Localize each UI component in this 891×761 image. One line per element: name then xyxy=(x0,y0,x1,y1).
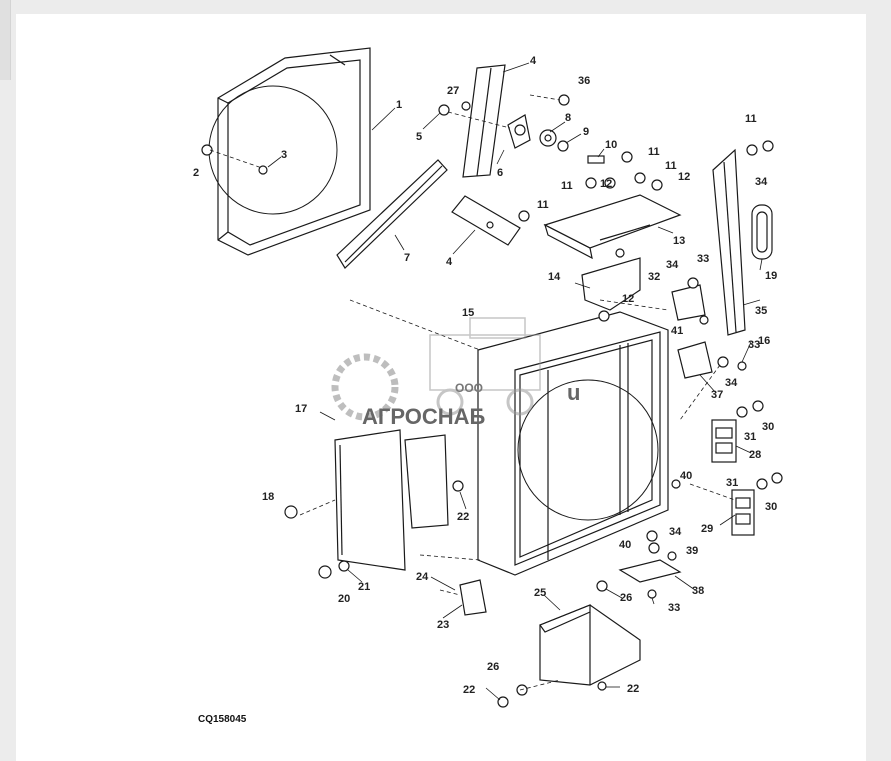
callout-label: 24 xyxy=(416,571,429,583)
callout-label: 33 xyxy=(668,602,680,614)
callout-label: 11 xyxy=(745,113,757,125)
callout-label: 27 xyxy=(447,85,459,97)
callout-label: 39 xyxy=(686,545,698,557)
part-seal-strip xyxy=(336,159,448,269)
watermark-line2: АГРОСНАБ xyxy=(362,404,486,429)
callout-label: 21 xyxy=(358,581,370,593)
callout-label: 31 xyxy=(726,477,738,489)
part-latch xyxy=(459,579,487,616)
callout-label: 28 xyxy=(749,449,761,461)
callout-label: 6 xyxy=(497,167,503,179)
callout-label: 26 xyxy=(487,661,499,673)
callout-label: 11 xyxy=(665,160,677,172)
callout-label: 14 xyxy=(548,271,561,283)
part-upper-plate xyxy=(543,194,682,260)
part-mount-29 xyxy=(731,489,755,536)
callout-label: 41 xyxy=(671,325,683,337)
callout-label: 2 xyxy=(193,167,199,179)
callout-label: 15 xyxy=(462,307,474,319)
callout-label: 35 xyxy=(755,305,767,317)
callout-label: 30 xyxy=(765,501,777,513)
callout-label: 34 xyxy=(666,259,679,271)
callout-label: 40 xyxy=(680,470,692,482)
figure-id: CQ158045 xyxy=(198,714,247,725)
callout-label: 22 xyxy=(463,684,475,696)
callout-label: 26 xyxy=(620,592,632,604)
callout-label: 34 xyxy=(755,176,768,188)
part-bracket-37 xyxy=(677,341,713,379)
callout-label: 20 xyxy=(338,593,350,605)
part-side-seal-lower xyxy=(451,195,521,246)
callout-label: 10 xyxy=(605,139,617,151)
watermark-suffix: u xyxy=(567,380,580,405)
part-foot-plate xyxy=(618,559,682,583)
callout-label: 11 xyxy=(648,146,660,158)
callout-label: 18 xyxy=(262,491,274,503)
part-fan-shroud xyxy=(208,47,371,256)
part-mount-28 xyxy=(711,419,737,463)
callout-label: 9 xyxy=(583,126,589,138)
callout-label: 25 xyxy=(534,587,546,599)
callout-label: 17 xyxy=(295,403,307,415)
watermark-line1: ООО xyxy=(455,381,483,395)
callout-label: 30 xyxy=(762,421,774,433)
callout-label: 11 xyxy=(561,180,573,192)
callout-label: 1 xyxy=(396,99,402,111)
callout-label: 4 xyxy=(530,55,537,67)
callout-label: 29 xyxy=(701,523,713,535)
callout-label: 12 xyxy=(600,178,612,190)
callout-label: 33 xyxy=(748,339,760,351)
callout-label: 23 xyxy=(437,619,449,631)
diagram-card xyxy=(16,14,866,761)
callout-label: 32 xyxy=(648,271,660,283)
callout-label: 12 xyxy=(678,171,690,183)
callout-label: 11 xyxy=(537,199,549,211)
callout-label: 34 xyxy=(725,377,738,389)
watermark-logo xyxy=(331,317,541,421)
part-inner-strip xyxy=(404,434,449,529)
callout-label: 22 xyxy=(627,683,639,695)
callout-label: 19 xyxy=(765,270,777,282)
callout-label: 5 xyxy=(416,131,422,143)
leader-lines xyxy=(209,94,736,691)
callout-label: 31 xyxy=(744,431,756,443)
part-side-panel xyxy=(712,148,746,336)
part-radiator-frame xyxy=(477,311,669,576)
part-bracket-14 xyxy=(581,257,641,311)
callout-label: 36 xyxy=(578,75,590,87)
callout-label: 7 xyxy=(404,252,410,264)
callout-leaders xyxy=(267,62,763,701)
callout-label: 34 xyxy=(669,526,682,538)
callout-label: 3 xyxy=(281,149,287,161)
part-left-panel xyxy=(334,429,406,571)
callout-label: 38 xyxy=(692,585,704,597)
callout-label: 13 xyxy=(673,235,685,247)
callout-label: 4 xyxy=(446,256,453,268)
part-lower-bracket xyxy=(539,604,641,686)
part-bracket xyxy=(507,114,605,164)
callout-label: 8 xyxy=(565,112,571,124)
callout-label: 33 xyxy=(697,253,709,265)
callout-label: 37 xyxy=(711,389,723,401)
callout-label: 40 xyxy=(619,539,631,551)
left-panel-edge xyxy=(0,0,11,80)
callout-label: 22 xyxy=(457,511,469,523)
callout-label: 12 xyxy=(622,293,634,305)
callout-label: 16 xyxy=(758,335,770,347)
